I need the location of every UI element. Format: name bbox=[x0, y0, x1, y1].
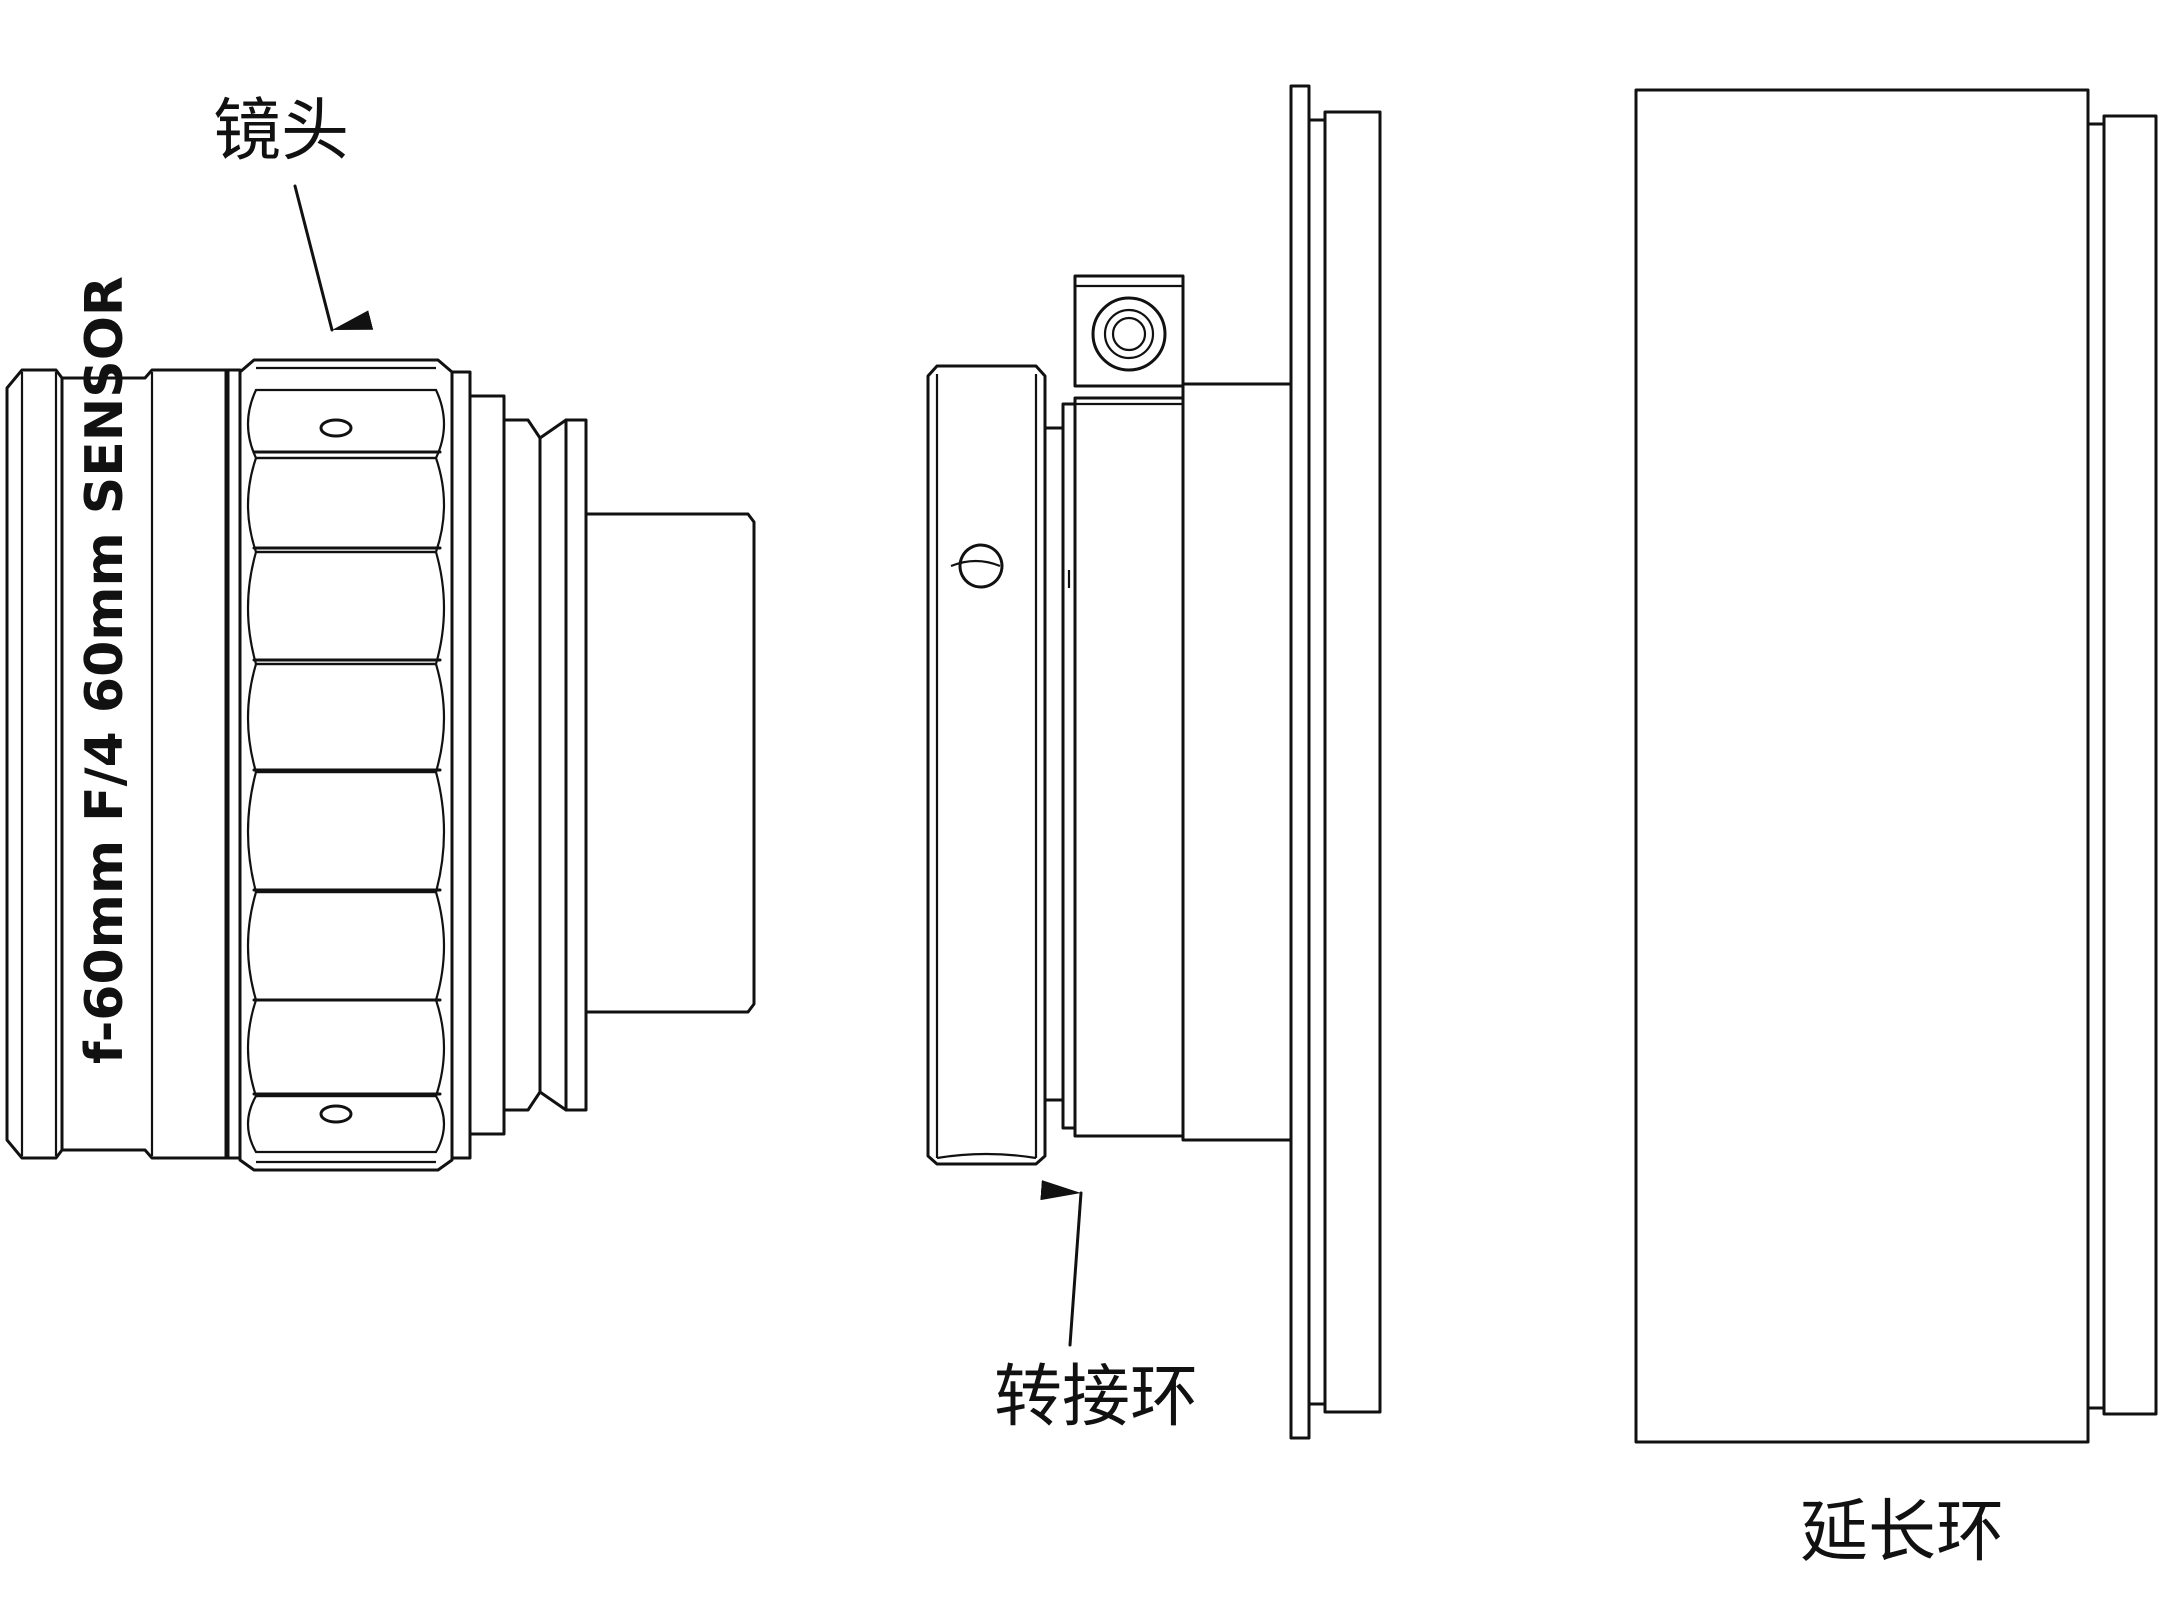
adapter-ring-label: 转接环 bbox=[994, 1358, 1198, 1437]
lens-leader-arrow bbox=[293, 184, 374, 332]
adapter-side-hole bbox=[958, 543, 1004, 589]
extension-ring bbox=[1634, 88, 2158, 1444]
set-screw-icon bbox=[1091, 296, 1167, 372]
lens-front-rim bbox=[5, 368, 64, 1160]
adapter-leader-arrow bbox=[1040, 1180, 1083, 1347]
knurl-segments bbox=[246, 388, 446, 1154]
lock-screw-hole-bottom bbox=[319, 1104, 353, 1124]
clamp-block bbox=[1073, 274, 1185, 388]
lens-mount bbox=[450, 370, 588, 1160]
lock-screw-hole-top bbox=[319, 418, 353, 438]
lens-barrel: f-60mm F/4 60mm SENSOR bbox=[60, 276, 242, 1160]
lens-label: 镜头 bbox=[213, 92, 349, 171]
label-lens: 镜头 bbox=[213, 92, 374, 332]
adapter-ring bbox=[926, 84, 1382, 1440]
adapter-flange bbox=[1289, 84, 1382, 1440]
lens-rear-tube bbox=[584, 512, 756, 1014]
lens: f-60mm F/4 60mm SENSOR bbox=[5, 276, 756, 1172]
label-adapter-ring: 转接环 bbox=[994, 1180, 1198, 1437]
label-extension-ring: 延长环 bbox=[1800, 1493, 2004, 1572]
lens-focus-ring bbox=[238, 358, 454, 1172]
extension-ring-label: 延长环 bbox=[1800, 1493, 2004, 1572]
lens-marking-text: f-60mm F/4 60mm SENSOR bbox=[75, 276, 135, 1064]
